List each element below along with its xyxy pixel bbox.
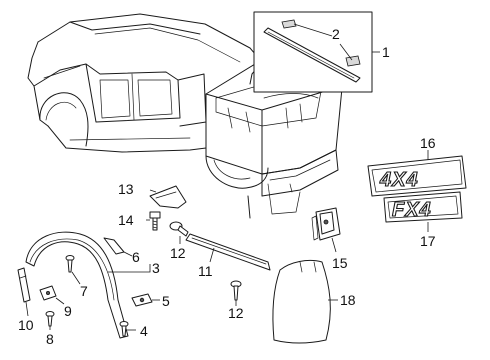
callout-15: 15	[332, 255, 348, 271]
callout-4: 4	[140, 323, 148, 339]
callout-9: 9	[64, 303, 72, 319]
bracket-15	[311, 207, 341, 253]
screw-7	[65, 255, 81, 285]
callout-12-lower: 12	[228, 305, 244, 321]
push-pin-lower	[230, 280, 242, 306]
callout-16: 16	[420, 135, 436, 151]
rocker-molding	[185, 233, 271, 271]
emblem-fx4: FX4	[383, 191, 463, 232]
callout-5: 5	[162, 293, 170, 309]
clip-9	[39, 285, 65, 305]
bracket-6	[103, 237, 133, 257]
emblem-4x4: 4X4	[367, 150, 467, 197]
nut-clip-5	[131, 293, 160, 307]
badge-4x4-text: 4X4	[379, 169, 419, 191]
retainer-10	[17, 267, 31, 317]
callout-17: 17	[420, 233, 436, 249]
callout-10: 10	[18, 317, 34, 333]
callout-6: 6	[132, 249, 140, 265]
callout-1: 1	[382, 44, 390, 60]
callout-13: 13	[118, 181, 134, 197]
truck-body	[27, 13, 343, 219]
clip-upper	[281, 19, 297, 29]
callout-18: 18	[340, 292, 356, 308]
callout-12-upper: 12	[170, 245, 186, 261]
molding-kit-box	[253, 11, 380, 93]
wheel-flare	[25, 231, 151, 339]
callout-2: 2	[332, 26, 340, 42]
bolt-14	[146, 211, 161, 231]
callout-8: 8	[46, 331, 54, 347]
callout-11: 11	[198, 263, 213, 279]
mud-flap	[272, 259, 338, 344]
splash-shield	[149, 185, 187, 209]
badge-fx4-plate	[383, 191, 463, 223]
bolt-4	[119, 321, 136, 337]
callout-14: 14	[118, 212, 134, 228]
callout-labels: 1 2 3 4 5 6 7 8 9 10 11 12 12 13 14 15 1…	[18, 26, 436, 347]
callout-7: 7	[80, 283, 88, 299]
screw-8	[45, 311, 55, 330]
push-pin-upper	[169, 221, 189, 244]
clip-lower	[345, 55, 361, 67]
callout-3: 3	[152, 260, 160, 276]
badge-fx4-text: FX4	[392, 199, 432, 221]
